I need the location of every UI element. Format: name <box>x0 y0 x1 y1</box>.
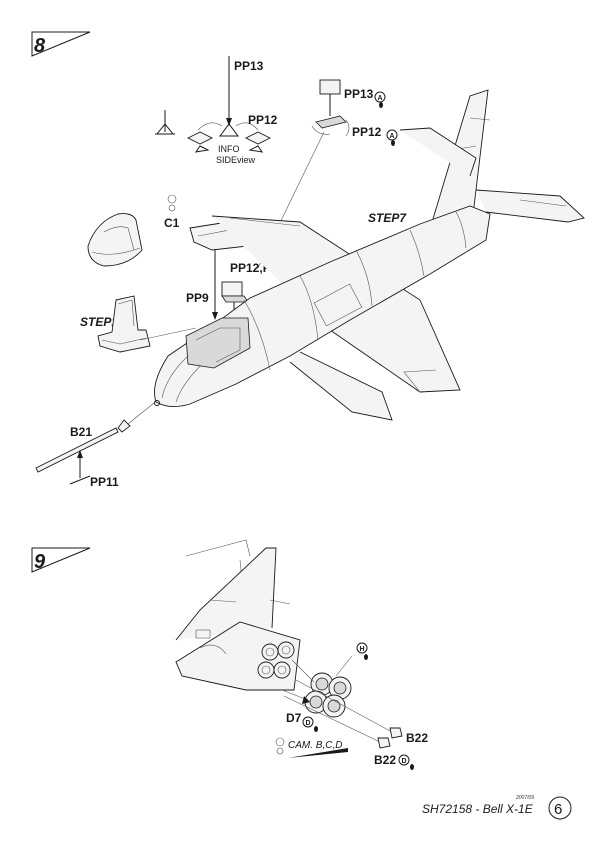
label-b21: B21 <box>70 425 92 439</box>
footer-date: 2007/09 <box>515 795 534 801</box>
label-pp13-top: PP13 <box>234 59 264 73</box>
camouflage-note: CAM. B,C,D <box>275 737 348 758</box>
step-9-section: 9 <box>31 539 428 770</box>
b22-rod-parts <box>283 679 403 749</box>
label-pp12-right: PP12 <box>352 125 382 139</box>
label-pp12-left: PP12 <box>248 113 278 127</box>
pp9-arrow-icon <box>212 312 218 320</box>
footer: 2007/09 SH72158 - Bell X-1E 6 <box>422 795 572 820</box>
badge-d-icon-2: D <box>398 754 414 770</box>
wedge-symbol-icon <box>288 748 348 758</box>
label-cam: CAM. B,C,D <box>288 740 342 751</box>
pitot-probe-part <box>35 402 155 473</box>
page-number: 6 <box>554 801 562 818</box>
badge-d-icon: D <box>302 716 318 732</box>
canopy-part <box>87 213 143 267</box>
exhaust-nozzle-part <box>304 672 352 718</box>
label-pp13-right: PP13 <box>344 87 374 101</box>
label-b22-upper: B22 <box>406 731 428 745</box>
label-pp11: PP11 <box>90 475 119 489</box>
label-d7: D7 <box>286 711 302 725</box>
nozzle-arrow-icon <box>302 696 310 704</box>
pp11-part <box>69 475 91 485</box>
footer-title: SH72158 - Bell X-1E <box>422 802 534 816</box>
page-number-circle <box>548 796 572 820</box>
badge-h-icon: H <box>356 642 368 660</box>
label-step7: STEP7 <box>368 211 407 225</box>
rear-fuselage-view <box>175 539 301 691</box>
aircraft-fuselage <box>154 89 585 421</box>
label-step1: STEP1 <box>80 315 118 329</box>
pp12-fold-diagram <box>186 122 272 153</box>
label-pp9: PP9 <box>186 291 209 305</box>
antenna-symbol-icon <box>155 110 175 135</box>
label-c1: C1 <box>164 216 180 230</box>
step-9-number-tab: 9 <box>31 547 91 573</box>
label-info: INFO <box>218 144 240 154</box>
pp13-pp12-detail <box>311 79 350 137</box>
svg-text:D: D <box>306 720 311 727</box>
pp13-arrow-icon <box>226 118 232 126</box>
badge-a-icon-2: A <box>386 129 398 146</box>
pp11-arrow-icon <box>77 450 83 458</box>
step-8-number-tab: 8 <box>31 31 91 57</box>
svg-text:A: A <box>390 133 395 140</box>
svg-text:H: H <box>360 646 365 653</box>
svg-text:A: A <box>378 95 383 102</box>
step-8-section: 8 PP13 PP12 INFO SIDEview <box>31 31 585 489</box>
optional-part-icon <box>167 194 177 212</box>
badge-a-icon: A <box>374 91 386 108</box>
svg-text:D: D <box>402 758 407 765</box>
step-9-number: 9 <box>34 551 46 573</box>
step-8-number: 8 <box>34 35 46 57</box>
label-b22-lower: B22 <box>374 753 396 767</box>
label-sideview: SIDEview <box>216 155 256 165</box>
seat-part <box>97 295 197 353</box>
nozzle-leader-line <box>291 659 315 683</box>
